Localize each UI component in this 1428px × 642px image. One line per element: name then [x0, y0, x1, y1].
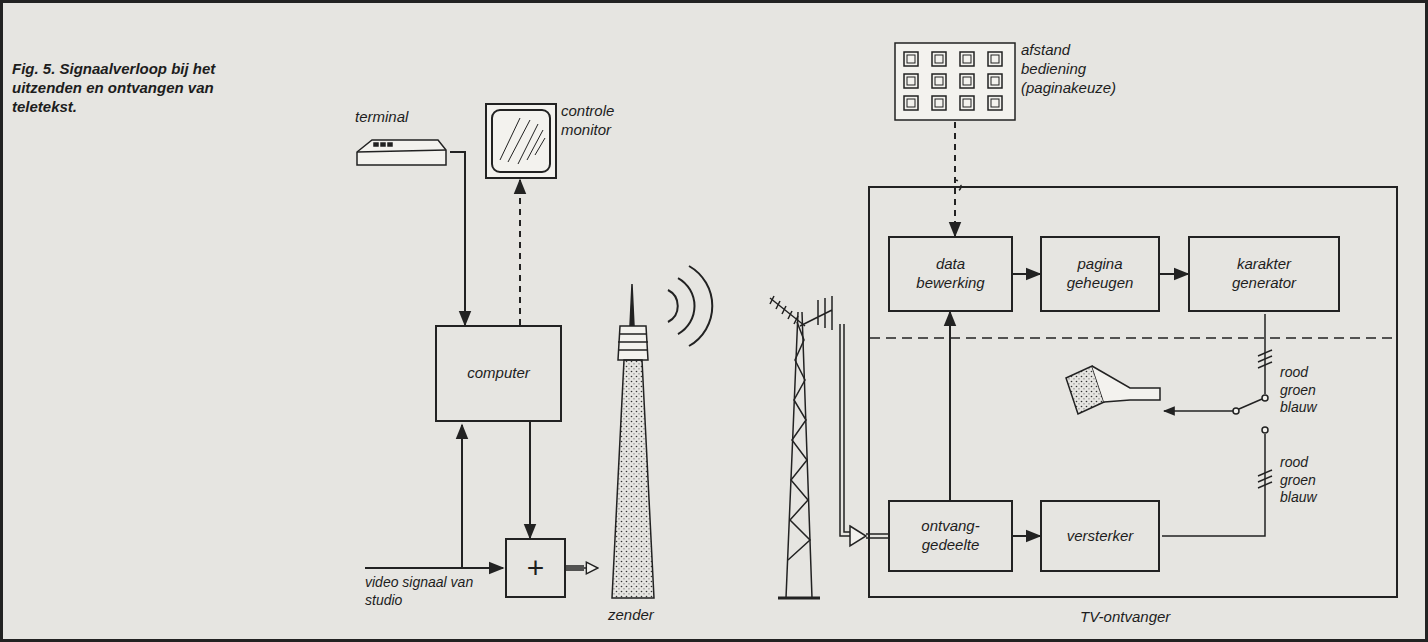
keypad-key: [932, 74, 946, 88]
node-label: data bewerking: [911, 255, 991, 293]
keypad-key-inner: [935, 77, 943, 85]
dashed-connector: [954, 122, 956, 236]
node-label: versterker: [1067, 527, 1134, 546]
monitor-drawing: [486, 104, 556, 178]
keypad-key: [988, 96, 1002, 110]
process-box: versterker: [1040, 500, 1160, 572]
keypad-key: [932, 96, 946, 110]
terminal-node: terminal: [350, 108, 450, 170]
keypad-key: [960, 52, 974, 66]
process-box: computer: [435, 325, 562, 422]
signal-label: video signaal van studio: [365, 574, 505, 609]
remote-node: afstand bediening (paginakeuze): [893, 40, 1133, 122]
signal-connector: [529, 422, 531, 538]
monitor-node: controle monitor: [483, 100, 643, 180]
keypad-key-inner: [991, 55, 999, 63]
signal-connector: [566, 567, 598, 569]
signal-connector: [1160, 273, 1188, 275]
node-label: controle monitor: [561, 102, 641, 140]
process-box: pagina geheugen: [1040, 236, 1160, 312]
keypad-key: [988, 52, 1002, 66]
node-label: computer: [467, 364, 530, 383]
keypad-key-inner: [991, 99, 999, 107]
keypad-key-inner: [963, 55, 971, 63]
process-box: ontvang- gedeelte: [888, 500, 1013, 572]
signal-label: rood groen blauw: [1280, 454, 1317, 507]
dashed-divider: [870, 337, 1396, 339]
keypad-key-inner: [907, 99, 915, 107]
keypad-key: [904, 96, 918, 110]
keypad-key: [988, 74, 1002, 88]
signal-connector: [1013, 535, 1040, 537]
keypad-key-inner: [963, 99, 971, 107]
process-box: karakter generator: [1188, 236, 1340, 312]
node-label: TV-ontvanger: [1080, 608, 1170, 627]
adder-box: +: [505, 538, 566, 598]
node-label: terminal: [355, 108, 408, 127]
signal-connector: [450, 152, 465, 325]
terminal-drawing: [357, 140, 446, 165]
keypad-key-inner: [935, 55, 943, 63]
signal-connector: [1013, 273, 1040, 275]
node-label: zender: [608, 606, 654, 625]
keypad-key: [960, 74, 974, 88]
transmitter-tower: [612, 284, 654, 598]
keypad-key: [932, 52, 946, 66]
node-label: +: [527, 553, 545, 583]
antenna-mast: [770, 296, 888, 598]
keypad-key-inner: [963, 77, 971, 85]
picture-tube: [1066, 366, 1160, 414]
keypad-key-inner: [935, 99, 943, 107]
node-label: karakter generator: [1219, 255, 1309, 293]
keypad-key-inner: [991, 77, 999, 85]
video-input-wire: [365, 425, 503, 568]
radio-waves: [668, 266, 712, 346]
keypad-key: [960, 96, 974, 110]
transmitter-node: zender: [598, 280, 668, 625]
signal-connector: [949, 312, 951, 500]
figure-caption: Fig. 5. Signaalverloop bij het uitzenden…: [12, 60, 242, 116]
receiver-housing: TV-ontvangerdata bewerkingpagina geheuge…: [868, 186, 1398, 598]
dashed-connector: [519, 180, 521, 325]
keypad-key: [904, 74, 918, 88]
rgb-switch: [1162, 314, 1272, 536]
node-label: ontvang- gedeelte: [916, 517, 986, 555]
keypad-key: [904, 52, 918, 66]
signal-label: rood groen blauw: [1280, 364, 1317, 417]
node-label: afstand bediening (paginakeuze): [1021, 41, 1129, 97]
node-label: pagina geheugen: [1060, 255, 1140, 293]
process-box: data bewerking: [888, 236, 1013, 312]
keypad-key-inner: [907, 55, 915, 63]
keypad-key-inner: [907, 77, 915, 85]
